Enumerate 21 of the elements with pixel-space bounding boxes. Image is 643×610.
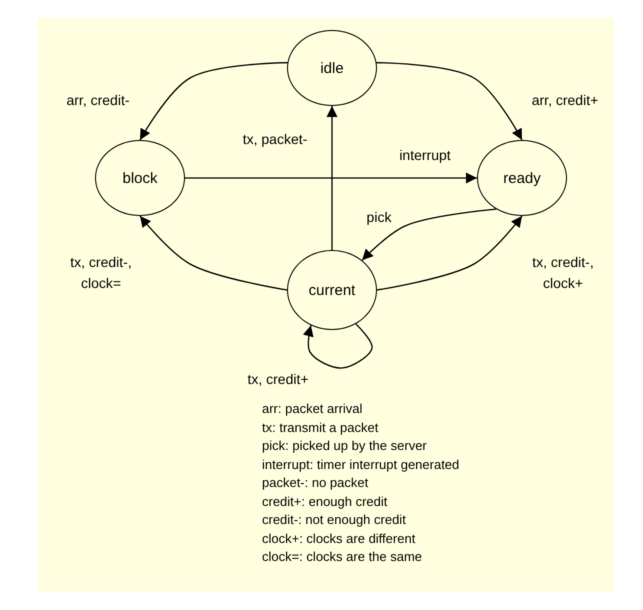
arrow	[185, 172, 477, 184]
legend-note: pick: picked up by the server	[262, 437, 427, 455]
state-ellipse: idle	[287, 30, 377, 106]
legend-note: clock+: clocks are different	[262, 530, 416, 548]
legend-note: arr: packet arrival	[262, 400, 362, 418]
arrow	[362, 208, 496, 261]
legend-note: credit-: not enough credit	[262, 511, 406, 529]
arrow	[376, 62, 523, 140]
legend-note: interrupt: timer interrupt generated	[262, 456, 460, 474]
legend-note: clock=: clocks are the same	[262, 548, 422, 566]
legend-note: packet-: no packet	[262, 474, 368, 492]
legend-note: credit+: enough credit	[262, 492, 388, 510]
arrow	[326, 106, 338, 250]
legend-note: tx: transmit a packet	[262, 418, 378, 436]
state-ellipse: ready	[477, 140, 567, 216]
arrow	[140, 216, 288, 291]
state-ellipse: current	[287, 250, 377, 330]
state-ellipse: block	[95, 140, 185, 216]
arrow	[302, 323, 373, 369]
arrow	[376, 216, 523, 291]
arrow	[139, 62, 288, 140]
